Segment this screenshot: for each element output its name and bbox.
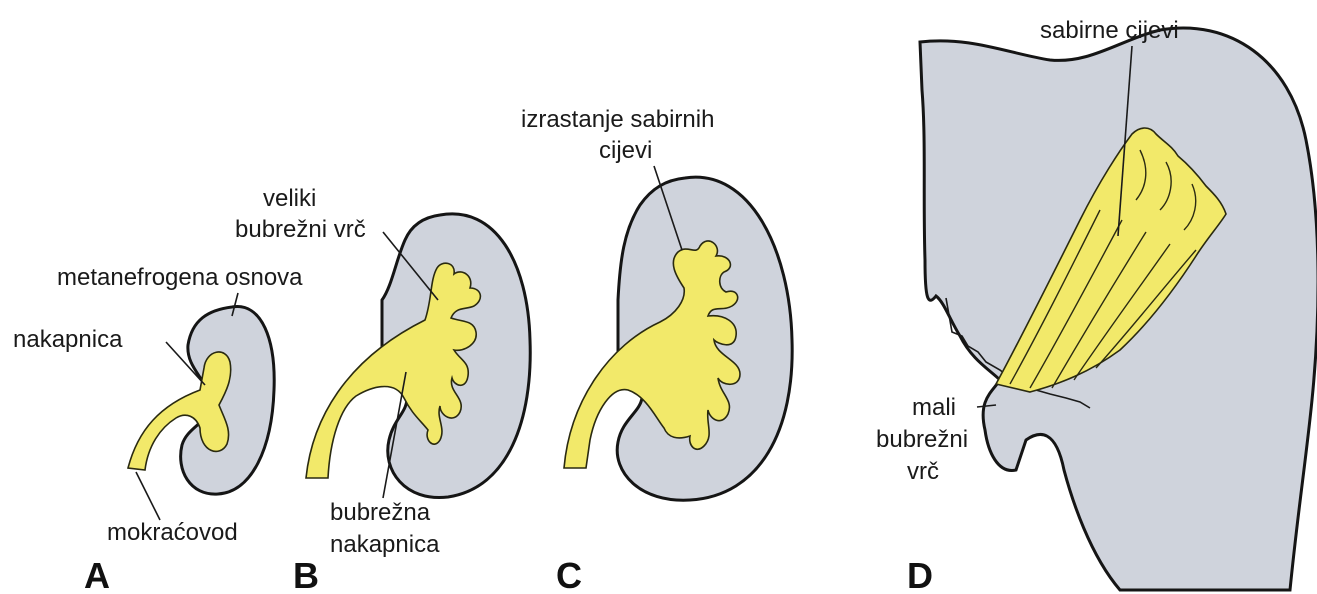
panel-b-label-pelvis-2: nakapnica [330, 531, 440, 558]
panel-c: izrastanje sabirnih cijevi C [521, 106, 792, 594]
panel-a-label-bud: nakapnica [13, 326, 123, 353]
panel-a: metanefrogena osnova nakapnica mokraćovo… [13, 264, 303, 594]
panel-b: veliki bubrežni vrč bubrežna nakapnica B [235, 185, 530, 594]
panel-b-label-major-calyx-1: veliki [263, 185, 316, 212]
panel-a-label-metanephric: metanefrogena osnova [57, 264, 303, 291]
panel-d-label-minor-calyx-2: bubrežni [876, 426, 968, 453]
panel-b-label-major-calyx-2: bubrežni vrč [235, 216, 366, 243]
panel-a-letter: A [84, 555, 110, 594]
panel-c-label-growth-1: izrastanje sabirnih [521, 106, 714, 133]
panel-b-label-pelvis-1: bubrežna [330, 499, 431, 526]
panel-d: sabirne cijevi mali bubrežni vrč D [876, 17, 1317, 594]
panel-a-leader-ureter [136, 472, 160, 520]
panel-b-letter: B [293, 555, 319, 594]
panel-d-label-minor-calyx-3: vrč [907, 458, 939, 485]
panel-a-label-ureter: mokraćovod [107, 519, 238, 546]
panel-d-label-collecting-ducts: sabirne cijevi [1040, 17, 1179, 44]
panel-c-label-growth-2: cijevi [599, 137, 652, 164]
panel-c-letter: C [556, 555, 582, 594]
panel-d-label-minor-calyx-1: mali [912, 394, 956, 421]
panel-d-letter: D [907, 555, 933, 594]
